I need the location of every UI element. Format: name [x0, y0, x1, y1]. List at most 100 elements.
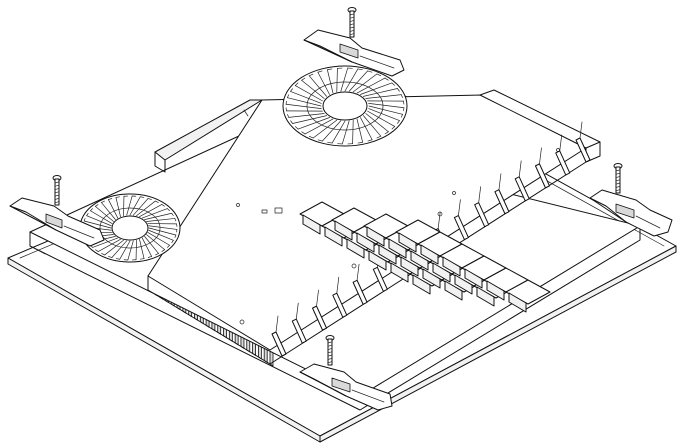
fan-blade-tip [367, 70, 373, 73]
fan-blade [86, 215, 112, 227]
fin-edge [498, 173, 502, 191]
cell-wall [346, 238, 365, 259]
fan-blade [141, 237, 152, 257]
screw-thread [349, 20, 355, 22]
fan-blade-tip [290, 88, 293, 92]
fin-edge [518, 160, 522, 178]
fan-blade [331, 120, 346, 144]
fan-blade [83, 220, 112, 229]
cell-wall [324, 226, 343, 247]
fan-blade-tip [301, 131, 306, 135]
screw-right [613, 163, 623, 194]
cell-wall [302, 214, 321, 235]
fan-blade-tip [83, 218, 86, 222]
fan-blade [321, 120, 342, 142]
screw-thread [54, 184, 60, 187]
fan-blade [144, 212, 173, 220]
cell-wall [476, 286, 495, 307]
fin-edge [275, 315, 279, 333]
screw-thread [54, 197, 60, 200]
fan-blade-tip [287, 114, 290, 118]
fan-blade-tip [327, 68, 333, 71]
fan-blade [360, 82, 393, 95]
fan-blade [348, 70, 369, 92]
fan-blade [132, 198, 149, 216]
fan-blade-tip [171, 212, 174, 216]
fin-edge [295, 302, 299, 320]
fan-blade-tip [147, 256, 152, 258]
fan-blade [312, 119, 338, 139]
cell-wall [508, 292, 527, 313]
fan-blade-tip [384, 77, 389, 81]
fan-blade-tip [140, 258, 145, 260]
cell-wall [422, 268, 441, 289]
fan-blade [363, 88, 398, 97]
screw-left [52, 175, 62, 206]
fan-blade [341, 120, 350, 145]
fan-blade [301, 79, 325, 99]
fan-blade [368, 103, 405, 109]
screw-thread [54, 181, 60, 184]
fan-blade [104, 239, 124, 256]
fan-blade [95, 205, 114, 222]
fan-blade [297, 117, 330, 130]
fan-blade-tip [90, 208, 93, 212]
cell-wall [442, 256, 461, 277]
screw-thread [54, 191, 60, 194]
fin-edge [579, 121, 583, 139]
fan-blade [365, 113, 389, 133]
fan-blade [129, 196, 141, 216]
fan-blade-tip [287, 94, 289, 99]
fin-edge [437, 212, 441, 229]
fan-blade [127, 240, 134, 261]
fan-blade-tip [401, 113, 403, 118]
fan-blade [126, 195, 133, 216]
screw-thread [327, 348, 333, 350]
fan-blade-tip [95, 249, 99, 252]
screw-thread [327, 354, 333, 357]
fin-edge [539, 147, 542, 165]
fan-blade [90, 210, 113, 224]
screw-thread [54, 201, 60, 204]
cell-wall [390, 262, 409, 283]
fan-blade [327, 69, 334, 94]
screw-thread [615, 172, 621, 175]
fan-blade [308, 75, 327, 97]
fan-blade-tip [101, 200, 105, 203]
fan-blade [356, 77, 386, 94]
cell-wall [388, 238, 407, 259]
cell-wall [420, 244, 439, 265]
fan-blade [317, 71, 330, 95]
cell-wall [378, 244, 397, 265]
fan-blade-tip [95, 204, 99, 207]
fan-blade [111, 240, 128, 258]
cell-wall [454, 274, 473, 295]
cell-wall [334, 220, 353, 241]
fan-blade [101, 202, 116, 220]
screw-thread [349, 26, 355, 29]
fan-blade-tip [367, 139, 373, 142]
fan-blade [360, 117, 373, 141]
fan-blade-tip [317, 139, 323, 142]
fan-blade [304, 118, 334, 135]
fan-blade [288, 113, 325, 118]
cell-wall [464, 268, 483, 289]
fan-blade-tip [101, 253, 106, 256]
cell-wall [412, 274, 431, 295]
screw-thread [54, 194, 60, 197]
fan-blade [285, 103, 322, 109]
fan-blade [146, 234, 165, 251]
fan-blade-tip [397, 88, 400, 92]
fan-blade [148, 225, 178, 230]
screw-thread [349, 33, 355, 36]
fan-blade [148, 229, 174, 241]
cell-grid [299, 201, 551, 313]
screw-thread [327, 357, 333, 360]
cell-wall [444, 280, 463, 301]
fan-blade-tip [397, 120, 400, 124]
fan-blade-tip [161, 249, 165, 252]
fan-blade [365, 94, 402, 99]
screw-bottom [325, 335, 335, 366]
fin-edge [336, 276, 340, 294]
fan-blade-tip [301, 77, 306, 81]
